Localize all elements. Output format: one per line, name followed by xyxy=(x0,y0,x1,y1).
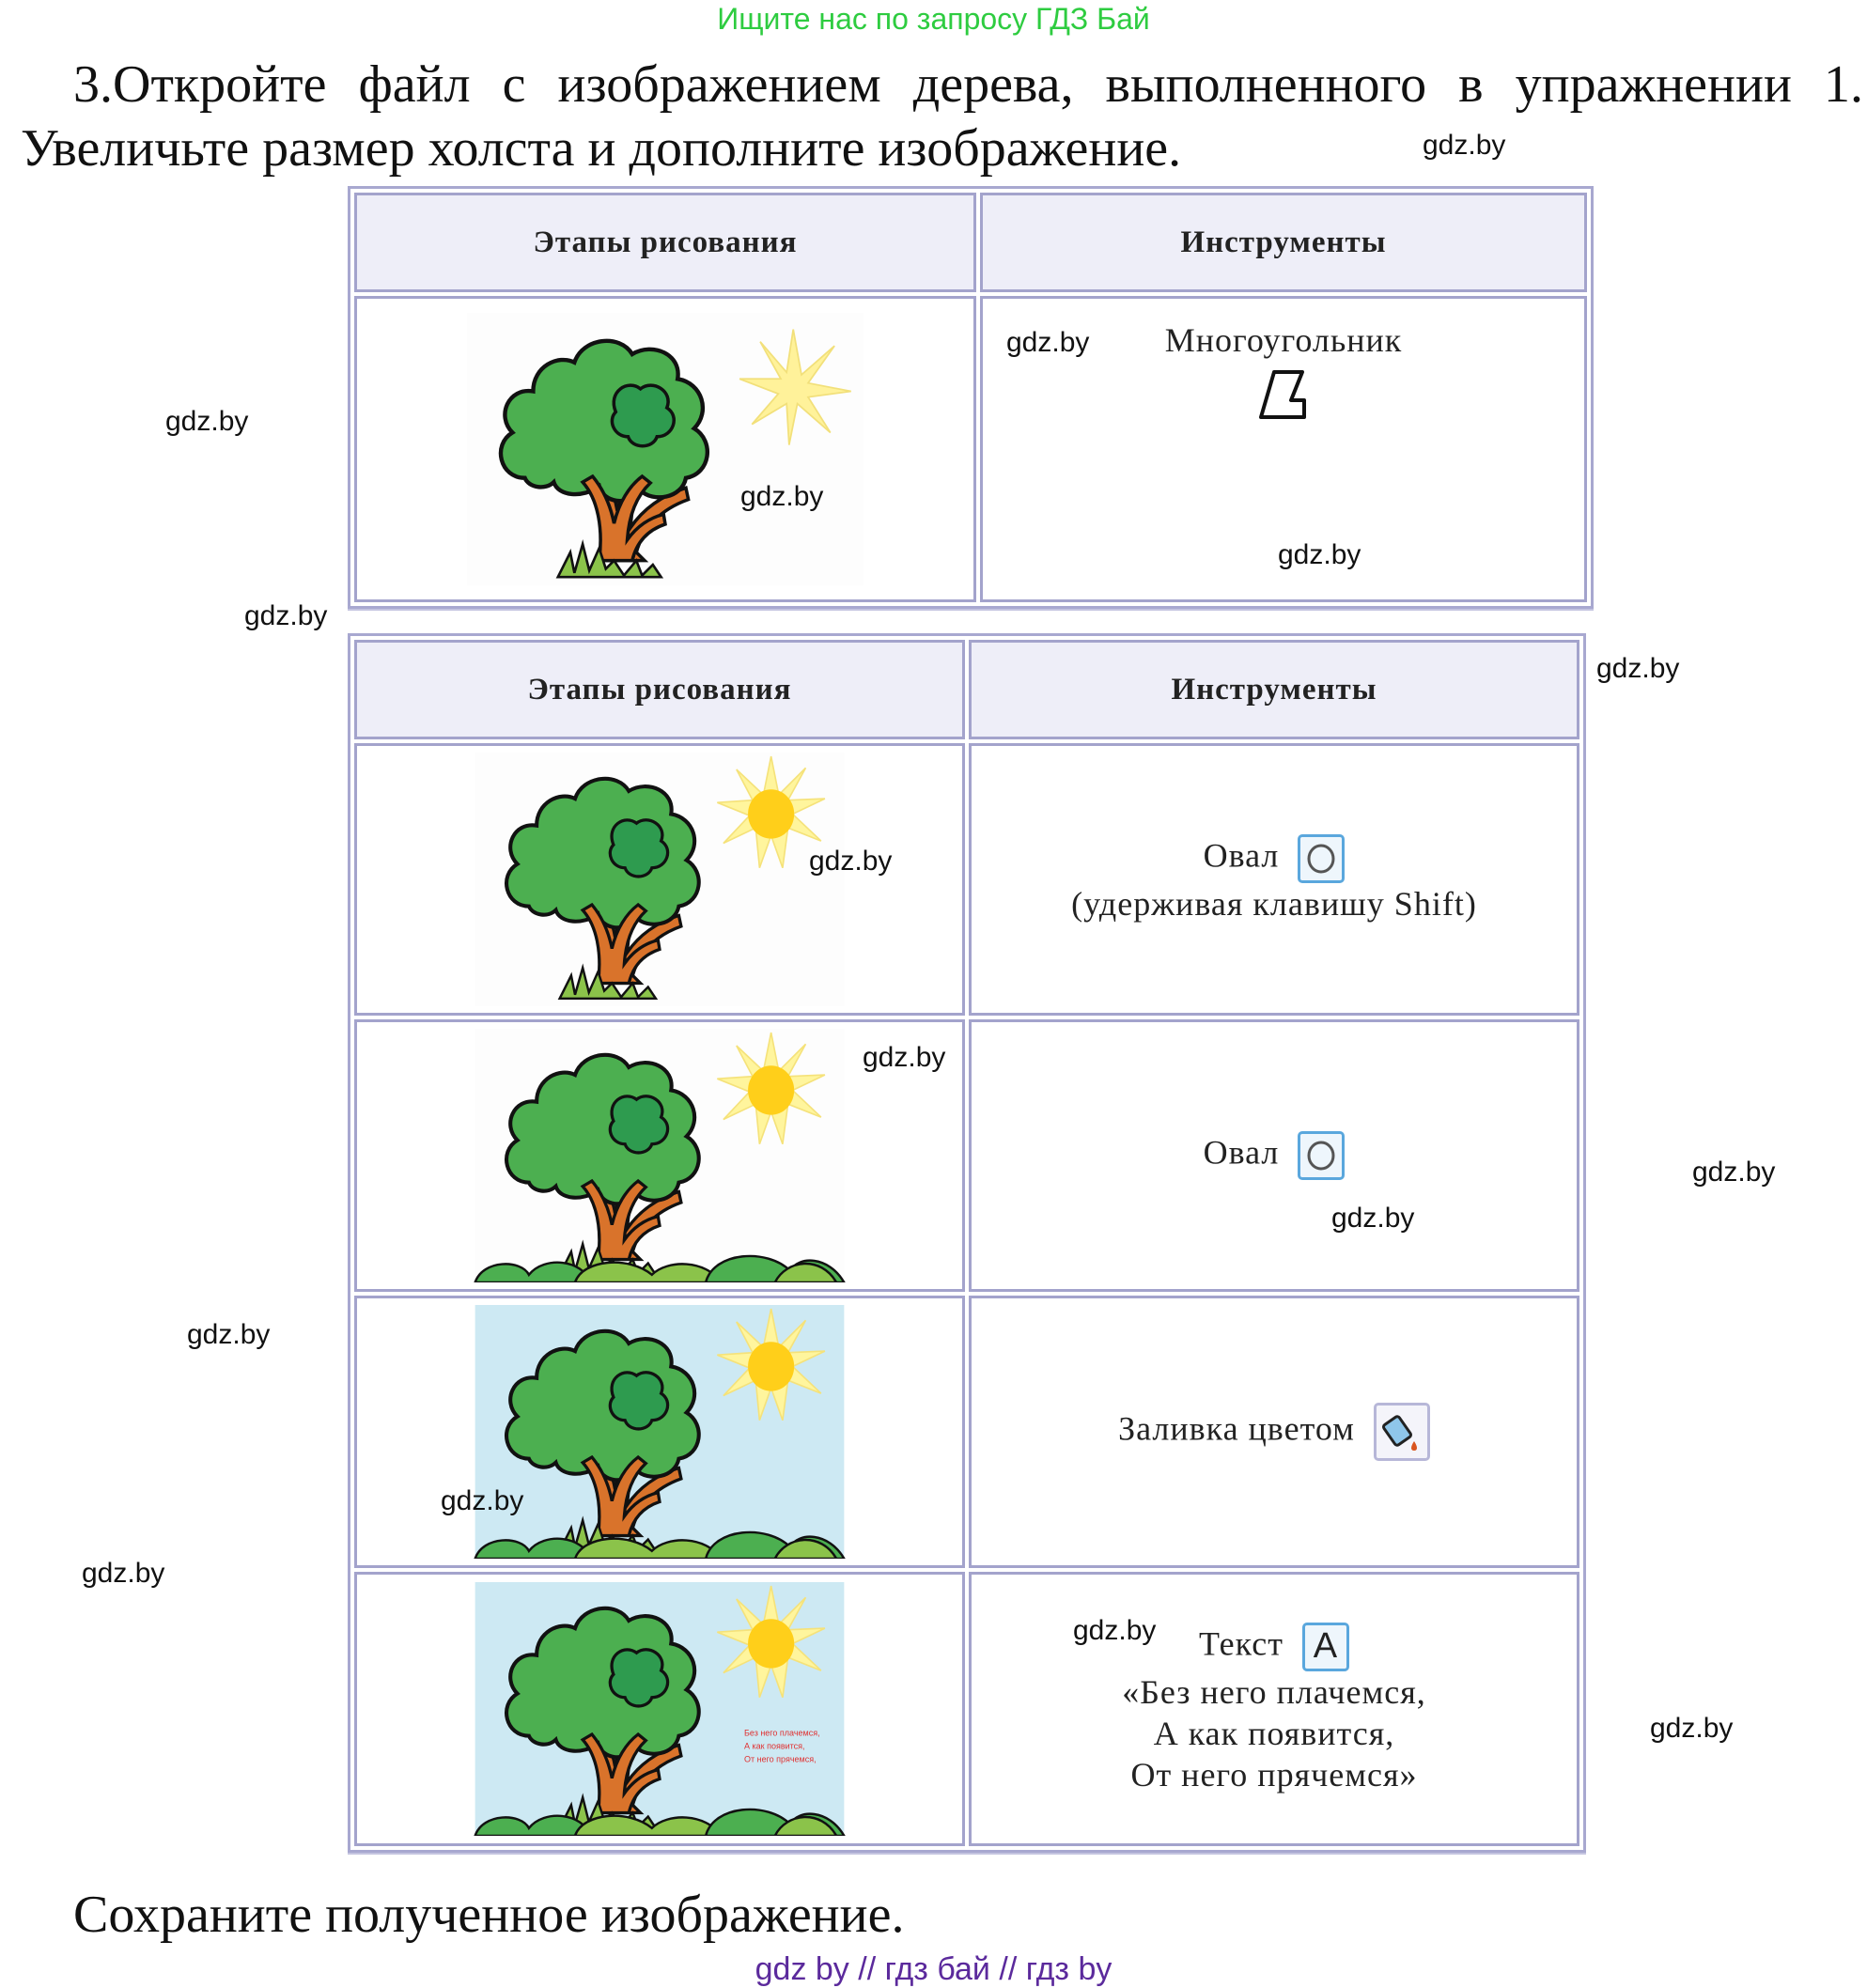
search-banner: Ищите нас по запросу ГДЗ Бай xyxy=(717,2,1150,36)
oval-icon xyxy=(1298,834,1346,883)
image-caption-line-3: От него прячемся, xyxy=(744,1754,817,1763)
stage-image-cell xyxy=(354,743,965,1016)
watermark: gdz.by xyxy=(1331,1203,1415,1234)
table-row: Овал xyxy=(354,1019,1579,1292)
watermark: gdz.by xyxy=(1596,653,1680,684)
watermark: gdz.by xyxy=(244,600,328,631)
tree-star-sun-image xyxy=(467,313,863,585)
watermark: gdz.by xyxy=(1650,1713,1734,1744)
table-row: Заливка цветом xyxy=(354,1296,1579,1568)
tool-cell: Текст A «Без него плачемся, А как появит… xyxy=(969,1572,1579,1846)
watermark: gdz.by xyxy=(82,1558,165,1589)
image-caption-line-1: Без него плачемся, xyxy=(744,1729,820,1738)
column-header-stages: Этапы рисования xyxy=(354,640,965,739)
tool-name: Овал xyxy=(1203,836,1280,875)
task-text-line-2: Увеличьте размер холста и дополните изоб… xyxy=(21,119,1182,178)
stage-image-cell: Без него плачемся, А как появится, От не… xyxy=(354,1572,965,1846)
watermark: gdz.by xyxy=(441,1485,524,1516)
table-header-row: Этапы рисования Инструменты xyxy=(354,193,1587,292)
tool-cell: Многоугольник xyxy=(980,296,1587,602)
tool-text-line-3: От него прячемся» xyxy=(1130,1756,1418,1794)
stage-image-cell xyxy=(354,296,976,602)
tool-note: (удерживая клавишу Shift) xyxy=(1071,885,1477,923)
tool-cell: Овал xyxy=(969,1019,1579,1292)
tool-cell: Овал (удерживая клавишу Shift) xyxy=(969,743,1579,1016)
watermark: gdz.by xyxy=(1692,1157,1776,1188)
footer-instruction: Сохраните полученное изображение. xyxy=(73,1886,905,1944)
task-text-line-1: 3.Откройте файл с изображением дерева, в… xyxy=(73,55,1863,114)
column-header-tools: Инструменты xyxy=(969,640,1579,739)
column-header-stages: Этапы рисования xyxy=(354,193,976,292)
table-row: Без него плачемся, А как появится, От не… xyxy=(354,1572,1579,1846)
drawing-steps-table-1: Этапы рисования Инструменты Многоугольни… xyxy=(348,186,1594,609)
tool-cell: Заливка цветом xyxy=(969,1296,1579,1568)
watermark: gdz.by xyxy=(863,1042,946,1073)
watermark: gdz.by xyxy=(1073,1615,1157,1646)
tool-text-line-2: А как появится, xyxy=(1153,1715,1395,1752)
polygon-icon xyxy=(1259,370,1306,419)
bottom-watermark-line: gdz by // гдз бай // гдз by xyxy=(755,1951,1112,1987)
watermark: gdz.by xyxy=(740,481,824,512)
tool-text-line-1: «Без него плачемся, xyxy=(1122,1673,1426,1711)
text-icon: A xyxy=(1301,1623,1349,1671)
stage-image-cell xyxy=(354,1019,965,1292)
tree-bushes-image xyxy=(474,1029,846,1282)
tool-name: Многоугольник xyxy=(1164,321,1403,359)
tool-name: Текст xyxy=(1199,1624,1284,1663)
table-row: Многоугольник xyxy=(354,296,1587,602)
watermark: gdz.by xyxy=(809,846,893,877)
oval-icon xyxy=(1298,1131,1346,1180)
watermark: gdz.by xyxy=(1006,327,1090,358)
tree-round-sun-image xyxy=(475,753,845,1006)
tool-name: Овал xyxy=(1203,1133,1280,1172)
table-header-row: Этапы рисования Инструменты xyxy=(354,640,1579,739)
tree-sky-text-image: Без него плачемся, А как появится, От не… xyxy=(474,1582,846,1836)
watermark: gdz.by xyxy=(1423,130,1506,161)
image-caption-line-2: А как появится, xyxy=(744,1742,805,1751)
watermark: gdz.by xyxy=(187,1319,271,1350)
column-header-tools: Инструменты xyxy=(980,193,1587,292)
tool-name: Заливка цветом xyxy=(1118,1409,1355,1448)
fill-bucket-icon xyxy=(1373,1403,1430,1461)
watermark: gdz.by xyxy=(1278,539,1361,570)
tree-blue-sky-image xyxy=(474,1305,846,1559)
watermark: gdz.by xyxy=(165,406,249,437)
drawing-steps-table-2: Этапы рисования Инструменты Овал (удержи… xyxy=(348,633,1586,1853)
table-row: Овал (удерживая клавишу Shift) xyxy=(354,743,1579,1016)
stage-image-cell xyxy=(354,1296,965,1568)
